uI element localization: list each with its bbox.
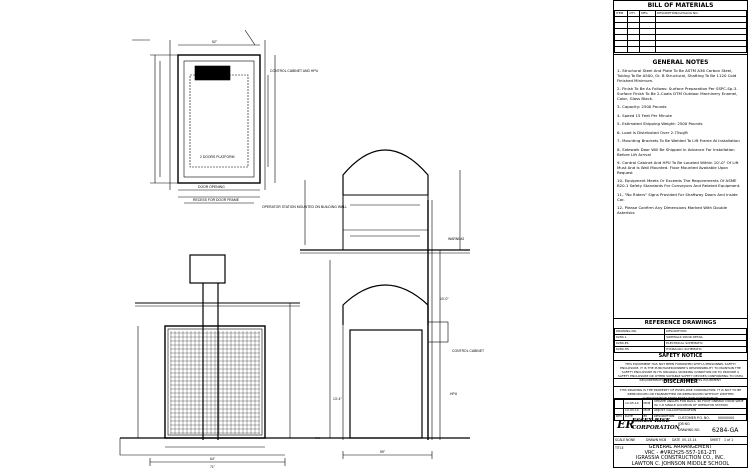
rev-col: DATE (623, 413, 643, 421)
company-name-1: ESSEX-RISE (632, 418, 670, 424)
dim-64: 64" (210, 457, 216, 461)
note-item: 6- Load Is Distributed Over 2.75sq/ft (617, 129, 688, 135)
label-operator-station: OPERATOR STATION MOUNTED ON BUILDING WAL… (262, 205, 347, 209)
dim-10: 10'-0" (440, 297, 449, 301)
ref-cell: HYDRAULIC SCHEMATIC (664, 346, 747, 353)
front-elevation (119, 254, 320, 466)
side-elevation (300, 149, 470, 459)
drawing-no-label: DRAWING NO. (678, 428, 701, 432)
disclaimer-section: DISCLAIMER THIS DRAWING IS THE PROPERTY … (614, 379, 747, 400)
title-block-panel: BILL OF MATERIALS ITEM QTY MFG DESCRIPTI… (613, 0, 748, 468)
bom-section: BILL OF MATERIALS ITEM QTY MFG DESCRIPTI… (613, 1, 748, 55)
title-label: TITLE (615, 446, 624, 450)
dim-71: 71" (210, 465, 216, 469)
title-line-2: VRC - #VRCH25-557-161-2TI (644, 449, 717, 456)
note-item: 3- Capacity: 2500 Pounds (617, 104, 667, 110)
label-recess-frame: RECESS FOR DOOR FRAME (193, 198, 240, 202)
drawing-area: CONTROL CABINET AND HPU 2 DOORS PLATFORM… (119, 29, 484, 469)
safety-text: THIS EQUIPMENT HAS NOT BEEN FURNISHED WI… (617, 362, 744, 382)
reference-drawings-section: REFERENCE DRAWINGS DRAWING NO. DESCRIPTI… (613, 319, 747, 353)
drawn-label: DRAWN (646, 438, 659, 442)
scale-label: SCALE (615, 438, 626, 442)
note-item: 4- Speed 15 Feet Per Minute (617, 112, 673, 118)
title-line-3: IGRASSIA CONSTRUCTION CO., INC. (636, 455, 725, 462)
title-lines: GENERAL ARRANGEMENT VRC - #VRCH25-557-16… (614, 444, 747, 467)
note-item: 8- Sidewalk Door Will Be Shipped In Adva… (617, 146, 735, 157)
customer-po-value: 00000000 (718, 416, 735, 420)
rev-cell: MCB (641, 399, 654, 409)
general-notes-section: GENERAL NOTES 1- Structural Steel And Pl… (614, 55, 747, 319)
revision-section: 12-05-14 MCB UPDATE ANGLES FOR RAILS, 90… (613, 399, 747, 421)
drawing-no: 6284-GA (712, 427, 739, 434)
note-item: 10- Equipment Meets Or Exceeds The Requi… (617, 178, 741, 189)
date-label: DATE (672, 438, 681, 442)
plan-outer-frame (177, 54, 261, 184)
company-section: ER ESSEX-RISE CORPORATION CUSTOMER P.O. … (614, 415, 747, 437)
ref-title: REFERENCE DRAWINGS (644, 320, 717, 326)
lower-dome (342, 284, 429, 325)
notes-list: 1- Structural Steel And Plate To Be ASTM… (614, 67, 747, 221)
note-item: 9- Control Cabinet And HPU To Be Located… (617, 160, 739, 175)
sheet-label: SHEET (710, 438, 721, 442)
rev-cell: 12-05-14 (623, 399, 643, 409)
disclaimer-text: THIS DRAWING IS THE PROPERTY OF ESSEX-RI… (619, 388, 742, 400)
note-item: 7- Mounting Brackets To Be Welded To Lif… (617, 138, 740, 144)
label-door-opening: DOOR OPENING (198, 185, 225, 189)
safety-title: SAFETY NOTICE (614, 353, 747, 361)
safety-notice-section: SAFETY NOTICE THIS EQUIPMENT HAS NOT BEE… (614, 353, 747, 382)
bom-title: BILL OF MATERIALS (647, 2, 714, 9)
bom-table: ITEM QTY MFG DESCRIPTION/CATALOG NO. (613, 10, 748, 53)
disclaimer-title: DISCLAIMER (614, 379, 747, 387)
upper-car (342, 194, 429, 251)
rail-head (189, 254, 226, 284)
title-line-4: LAWTON C. JOHNSON MIDDLE SCHOOL (631, 460, 730, 467)
job-label: JOB NO. (678, 422, 691, 426)
label-doors-platform: 2 DOORS PLATFORM (200, 155, 235, 159)
drawn-value: MCB (659, 438, 667, 442)
plan-pump-block (194, 65, 231, 81)
revision-table: 12-05-14 MCB UPDATE ANGLES FOR RAILS, 90… (613, 399, 747, 421)
enclosure-mesh (170, 331, 260, 434)
lower-car (349, 329, 423, 439)
rev-cell (613, 399, 625, 409)
company-name-2: CORPORATION (632, 425, 680, 431)
notes-title: GENERAL NOTES (652, 59, 709, 66)
plan-view (132, 29, 276, 204)
label-control-cabinet: CONTROL CABINET (452, 349, 484, 353)
upper-dome (342, 149, 429, 195)
note-item: 2- Finish To Be As Follows: Surface Prep… (617, 86, 738, 101)
label-hpu: HPU (450, 392, 458, 396)
plan-platform (189, 74, 249, 168)
title-section: TITLE GENERAL ARRANGEMENT VRC - #VRCH25-… (614, 444, 747, 469)
dim-52: 52" (212, 40, 218, 44)
title-line-1: GENERAL ARRANGEMENT (648, 444, 713, 450)
ref-cell: 6284-HS (613, 346, 666, 353)
sheet-value: 1 of 1 (724, 438, 734, 442)
label-warning: WARNING (448, 237, 465, 241)
label-control-cabinet-hpu: CONTROL CABINET AND HPU (270, 69, 319, 73)
customer-po-label: CUSTOMER P.O. NO. (678, 416, 710, 420)
dim-59: 59" (380, 450, 386, 454)
note-item: 12- Please Confirm Any Dimensions Marked… (617, 205, 728, 215)
plan-inner-frame (183, 60, 255, 178)
note-item: 5- Estimated Shipping Weight: 2500 Pound… (617, 121, 703, 127)
scale-row: SCALE NONE DRAWN MCB DATE 05-13-14 SHEET… (614, 437, 747, 445)
rev-col: DESCRIPTION (652, 413, 747, 421)
company-logo: ER (617, 418, 635, 431)
note-item: 11- "No Riders" Signs Provided For Shaft… (617, 191, 738, 202)
date-value: 05-13-14 (682, 438, 697, 442)
scale-value: NONE (626, 438, 636, 442)
note-item: 1- Structural Steel And Plate To Be ASTM… (617, 68, 737, 83)
dim-13: 13'-4" (333, 397, 342, 401)
rev-cell: UPDATE ANGLES FOR RAILS, 90-FOOT ONEWAY … (652, 399, 747, 409)
